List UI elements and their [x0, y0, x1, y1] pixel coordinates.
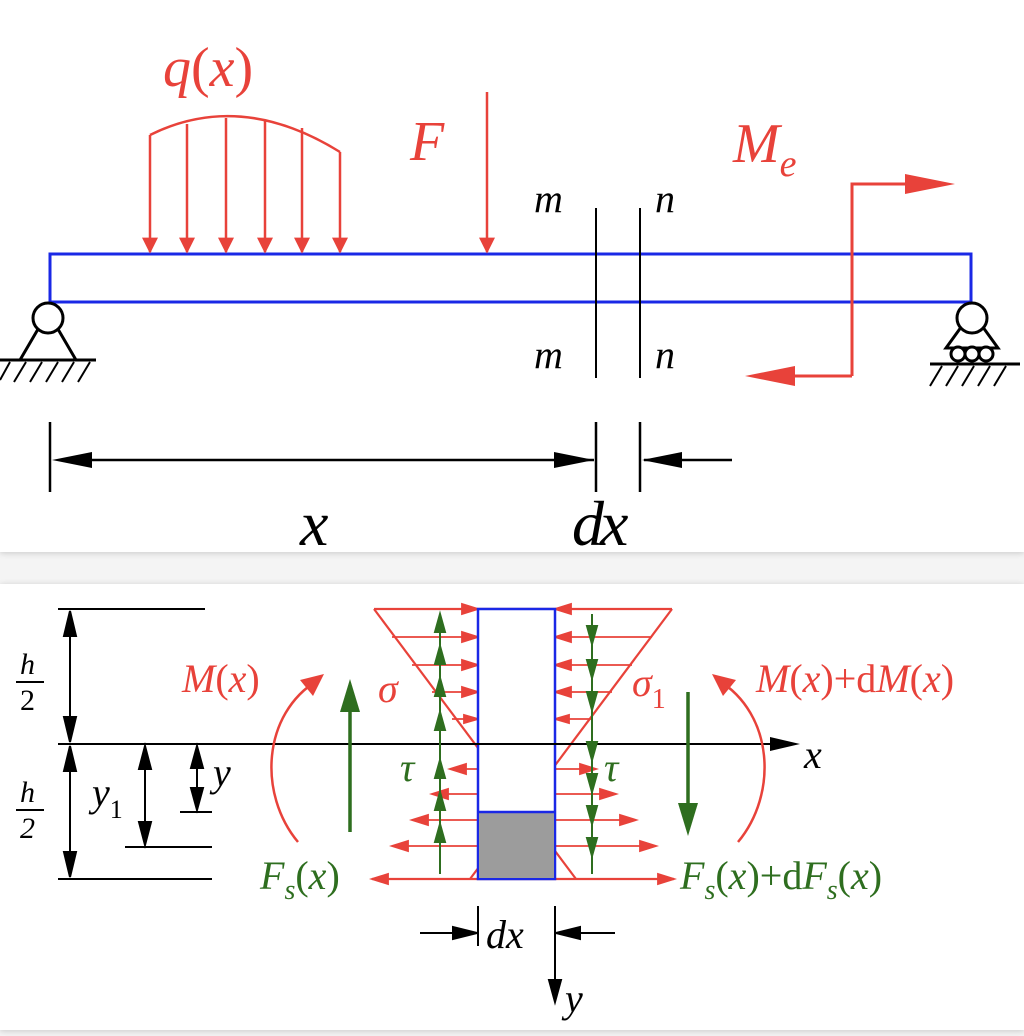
section-m-top-label: m	[534, 176, 563, 221]
tau-right-label: τ	[604, 745, 620, 790]
dim-x-label: x	[299, 488, 328, 552]
section-m-bottom-label: m	[534, 332, 563, 377]
section-n-bottom-label: n	[655, 332, 675, 377]
shear-left-arrowhead	[340, 679, 360, 712]
moment-left-arc	[270, 678, 319, 843]
sigma1-label: σ1	[632, 660, 666, 715]
beam-diagram: q(x) F Me m m n n	[0, 37, 1020, 552]
h-half-bottom-label: h 2	[16, 776, 44, 845]
svg-text:h: h	[20, 648, 35, 681]
shear-right-label: Fs(x)+dFs(x)	[679, 853, 882, 906]
force-f-label: F	[409, 111, 445, 173]
tau-left-label: τ	[400, 745, 416, 790]
load-q-label: q(x)	[163, 37, 253, 99]
moment-left-label: M(x)	[181, 656, 260, 701]
axis-x-label: x	[803, 732, 822, 777]
beam-diagram-panel: q(x) F Me m m n n	[0, 0, 1024, 552]
shear-right-arrowhead	[678, 803, 698, 836]
svg-text:2: 2	[20, 812, 35, 845]
moment-left-arrowhead	[300, 674, 324, 696]
section-n-top-label: n	[655, 176, 675, 221]
height-dimensions	[58, 608, 480, 880]
sigma-arrows-left	[368, 602, 482, 886]
dim-y1-label: y1	[88, 770, 123, 824]
element-stress-panel: h 2 h 2 y1 y	[0, 584, 1024, 1030]
dimension-lines	[48, 422, 732, 492]
shaded-area-element	[479, 812, 554, 878]
moment-right-arrowhead	[712, 674, 736, 696]
dim-y-label: y	[209, 750, 231, 795]
svg-text:h: h	[20, 776, 35, 809]
tau-arrows-right	[585, 614, 599, 874]
axis-y-label: y	[561, 976, 583, 1021]
svg-text:2: 2	[20, 684, 35, 717]
moment-me-label: Me	[732, 113, 797, 185]
moment-me-arrow	[745, 174, 955, 386]
beam	[48, 252, 973, 304]
moment-right-arc	[717, 678, 766, 843]
element-dx-dimension	[420, 906, 615, 1006]
element-dx-label: dx	[486, 912, 524, 957]
shear-left-label: Fs(x)	[259, 853, 340, 906]
tau-arrows-left	[433, 610, 447, 874]
sigma-arrows-right	[551, 602, 678, 886]
sigma-label: σ	[378, 666, 399, 711]
moment-right-label: M(x)+dM(x)	[755, 656, 954, 701]
right-roller-support	[929, 301, 1020, 387]
element-stress-diagram: h 2 h 2 y1 y	[16, 602, 954, 1021]
left-pin-support	[0, 301, 96, 383]
distributed-load	[142, 114, 348, 254]
h-half-top-label: h 2	[16, 648, 44, 717]
dim-dx-label: dx	[572, 488, 628, 552]
